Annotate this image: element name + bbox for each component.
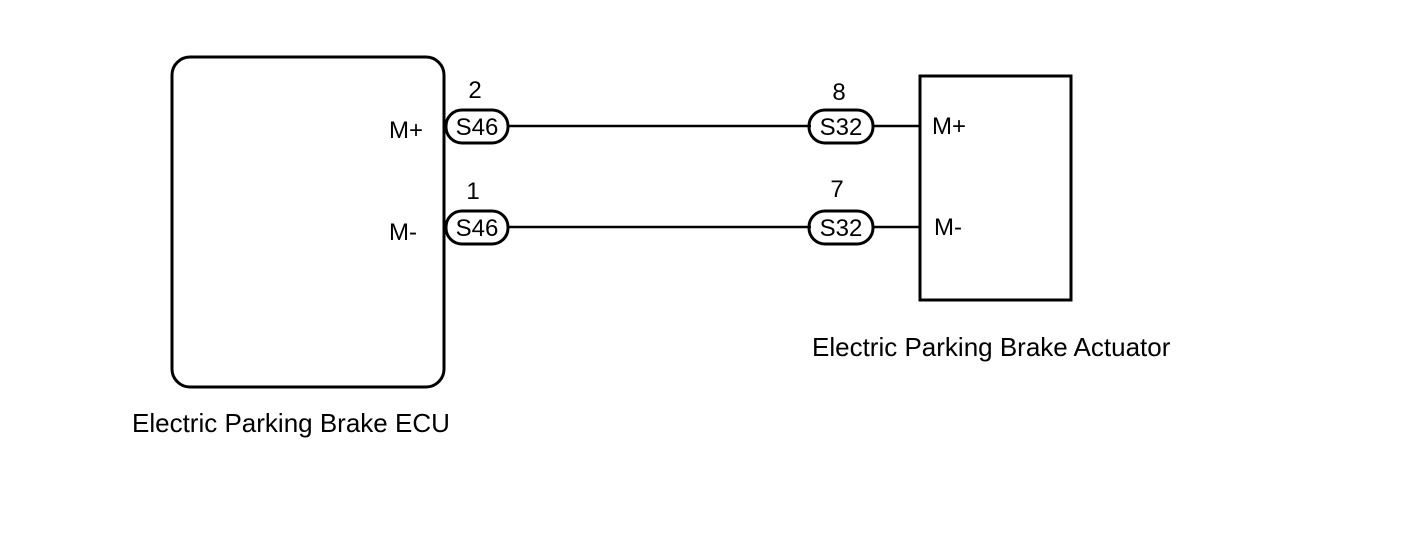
actuator-pin-number: 8 [832,79,845,106]
actuator-pin-plus-label: M+ [932,113,966,140]
ecu-connector-label: S46 [456,215,499,242]
actuator-component: M+ M- Electric Parking Brake Actuator [812,74,1171,362]
ecu-pin-number: 2 [468,77,481,104]
actuator-side-connector [807,209,875,246]
ecu-side-connector [444,209,510,246]
actuator-connector-label: S32 [820,114,863,141]
actuator-connector-label: S32 [820,215,863,242]
ecu-box [170,55,446,389]
wire-m-minus: S46 1 S32 7 [444,176,920,246]
ecu-pin-minus-label: M- [389,219,417,246]
ecu-side-connector [444,108,510,145]
ecu-pin-number: 1 [466,178,479,205]
actuator-pin-number: 7 [830,176,843,203]
ecu-connector-label: S46 [456,114,499,141]
ecu-component: M+ M- Electric Parking Brake ECU [132,55,450,438]
actuator-side-connector [807,108,875,145]
ecu-name-label: Electric Parking Brake ECU [132,408,450,438]
actuator-pin-minus-label: M- [934,214,962,241]
ecu-pin-plus-label: M+ [389,117,423,144]
wire-m-plus: S46 2 S32 8 [444,77,920,145]
actuator-box [918,74,1073,302]
actuator-name-label: Electric Parking Brake Actuator [812,332,1171,362]
